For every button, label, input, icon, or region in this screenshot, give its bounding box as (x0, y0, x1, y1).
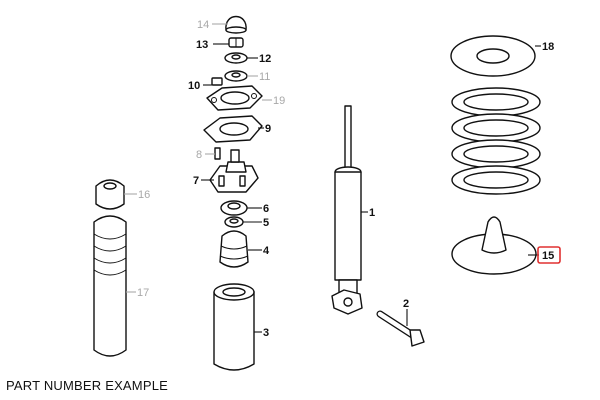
part-3-dust-boot[interactable] (213, 283, 255, 371)
callout-5[interactable]: 5 (263, 217, 269, 229)
part-10-nut[interactable] (211, 77, 223, 86)
diagram-caption: PART NUMBER EXAMPLE (6, 378, 169, 393)
part-18-upper-spring-pad[interactable] (450, 35, 536, 77)
part-8-stud[interactable] (214, 147, 221, 160)
callout-10[interactable]: 10 (188, 80, 200, 92)
part-16-bump-stop[interactable] (95, 179, 125, 210)
callout-2[interactable]: 2 (403, 298, 409, 310)
coil-spring[interactable] (451, 87, 541, 195)
part-7-strut-mount[interactable] (209, 149, 259, 193)
part-1-shock-absorber[interactable] (331, 105, 363, 315)
callout-12[interactable]: 12 (259, 53, 271, 65)
part-11-washer[interactable] (224, 70, 248, 82)
callout-19[interactable]: 19 (273, 95, 285, 107)
callout-17[interactable]: 17 (137, 287, 149, 299)
callout-4[interactable]: 4 (263, 245, 270, 257)
part-15-lower-spring-pad[interactable] (451, 216, 537, 275)
callout-8[interactable]: 8 (196, 149, 202, 161)
part-12-washer[interactable] (224, 52, 248, 64)
callout-9[interactable]: 9 (265, 123, 271, 135)
callout-6[interactable]: 6 (263, 203, 269, 215)
callout-3[interactable]: 3 (263, 327, 269, 339)
callout-7[interactable]: 7 (193, 175, 199, 187)
callout-13[interactable]: 13 (196, 39, 208, 51)
callout-1[interactable]: 1 (369, 207, 375, 219)
part-9-gasket[interactable] (203, 115, 263, 143)
part-19-top-plate[interactable] (206, 85, 263, 111)
callout-14[interactable]: 14 (197, 19, 209, 31)
part-2-bolt[interactable] (376, 310, 425, 347)
callout-16[interactable]: 16 (138, 189, 150, 201)
part-17-boot-assembly[interactable] (93, 215, 127, 357)
part-14-top-cap[interactable] (225, 15, 247, 34)
callout-15[interactable]: 15 (542, 250, 554, 262)
callout-15-highlight (537, 246, 561, 264)
callout-11[interactable]: 11 (259, 71, 270, 83)
callout-labels: 14 13 12 11 10 19 9 8 7 16 6 5 4 17 3 1 … (137, 19, 554, 339)
part-13-nut[interactable] (228, 37, 244, 48)
part-6-bump-washer[interactable] (220, 200, 248, 216)
leader-lines (124, 23, 541, 333)
callout-18[interactable]: 18 (542, 41, 554, 53)
part-4-bump-stop[interactable] (219, 230, 249, 268)
part-5-ring[interactable] (224, 216, 244, 228)
